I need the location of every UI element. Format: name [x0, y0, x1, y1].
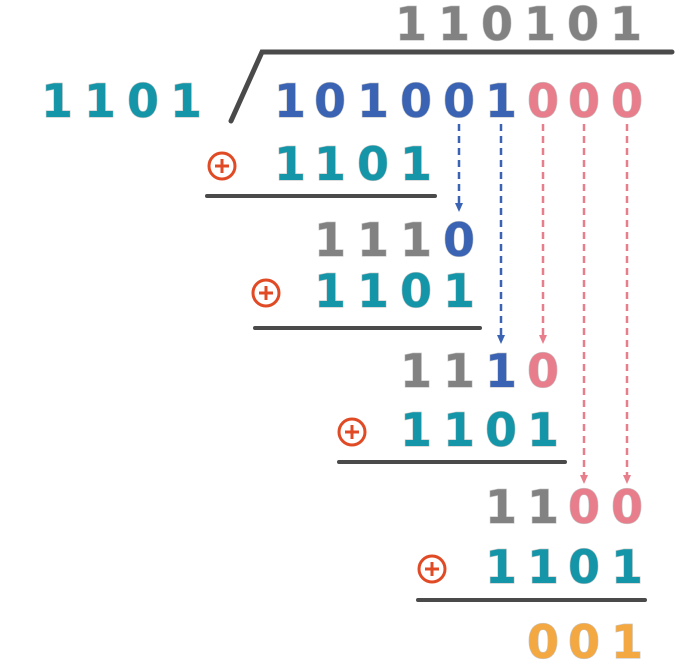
- dividend-digit: 0: [611, 74, 643, 128]
- xor-operator-icon: [417, 554, 447, 584]
- quotient-digit: 0: [481, 0, 513, 51]
- xor-divisor-digit: 1: [443, 403, 475, 457]
- xor-divisor-digit: 1: [314, 137, 346, 191]
- xor-divisor-digit: 1: [527, 540, 559, 594]
- xor-divisor-digit: 1: [400, 137, 432, 191]
- xor-operator-icon: [337, 417, 367, 447]
- dividend-digit: 0: [568, 74, 600, 128]
- dividend-digit: 1: [485, 74, 517, 128]
- xor-divisor-digit: 0: [357, 137, 389, 191]
- result-digit: 1: [611, 615, 643, 667]
- division-bracket: [228, 49, 675, 124]
- quotient-digit: 1: [524, 0, 556, 51]
- dividend-digit: 0: [314, 74, 346, 128]
- xor-operator-icon: [251, 278, 281, 308]
- remainder-digit: 1: [443, 344, 475, 398]
- quotient-digit: 0: [567, 0, 599, 51]
- remainder-digit: 1: [400, 344, 432, 398]
- xor-divisor-digit: 1: [527, 403, 559, 457]
- remainder-digit: 0: [568, 480, 600, 534]
- result-digit: 0: [527, 615, 559, 667]
- xor-divisor-digit: 1: [400, 403, 432, 457]
- xor-divisor-digit: 1: [611, 540, 643, 594]
- divisor-digit: 1: [170, 74, 202, 128]
- dividend-digit: 1: [357, 74, 389, 128]
- remainder-digit: 1: [485, 480, 517, 534]
- divisor-digit: 1: [41, 74, 73, 128]
- divisor-digit: 0: [127, 74, 159, 128]
- dividend-digit: 1: [274, 74, 306, 128]
- remainder-digit: 1: [314, 213, 346, 267]
- xor-divisor-digit: 0: [400, 264, 432, 318]
- quotient-digit: 1: [395, 0, 427, 51]
- xor-divisor-digit: 1: [314, 264, 346, 318]
- xor-divisor-digit: 1: [443, 264, 475, 318]
- dividend-digit: 0: [443, 74, 475, 128]
- xor-divisor-digit: 1: [357, 264, 389, 318]
- remainder-digit: 0: [611, 480, 643, 534]
- dividend-digit: 0: [400, 74, 432, 128]
- xor-divisor-digit: 0: [568, 540, 600, 594]
- quotient-digit: 1: [438, 0, 470, 51]
- xor-divisor-digit: 1: [274, 137, 306, 191]
- dividend-digit: 0: [527, 74, 559, 128]
- remainder-digit: 1: [527, 480, 559, 534]
- quotient-digit: 1: [610, 0, 642, 51]
- divisor-digit: 1: [84, 74, 116, 128]
- remainder-digit: 1: [400, 213, 432, 267]
- xor-divisor-digit: 0: [485, 403, 517, 457]
- remainder-digit: 0: [443, 213, 475, 267]
- remainder-digit: 1: [357, 213, 389, 267]
- remainder-digit: 0: [527, 344, 559, 398]
- xor-divisor-digit: 1: [485, 540, 517, 594]
- xor-operator-icon: [207, 151, 237, 181]
- remainder-digit: 1: [485, 344, 517, 398]
- result-digit: 0: [568, 615, 600, 667]
